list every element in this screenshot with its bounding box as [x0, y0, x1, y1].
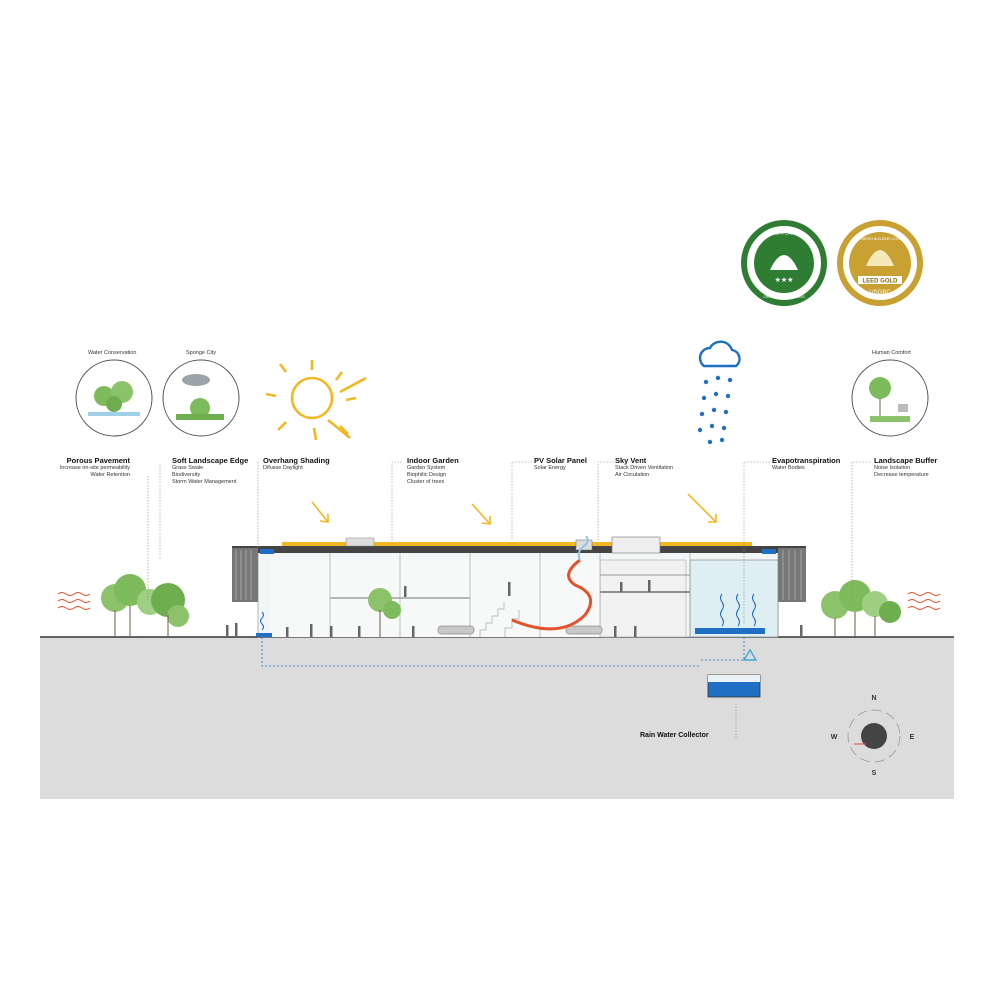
water-conservation-vignette — [75, 359, 153, 437]
ventilation-swirl — [511, 558, 593, 631]
sponge-city-vignette — [162, 359, 240, 437]
building — [232, 535, 806, 638]
indoor-garden-line-2: Biophilic Design — [407, 472, 447, 478]
soft-landscape-edge-line-2: Biodiversity — [172, 472, 201, 478]
indoor-garden-label: Indoor Garden Garden System Biophilic De… — [407, 456, 459, 486]
soft-landscape-edge-title: Soft Landscape Edge — [172, 456, 249, 465]
porous-pavement-label: Porous Pavement Increase on-site permeab… — [60, 456, 130, 479]
indoor-garden-line-3: Cluster of trees — [407, 479, 445, 485]
water-conservation-caption: Water Conservation — [88, 350, 137, 356]
pool-left — [256, 633, 272, 637]
evapotranspiration-line-1: Water Bodies — [772, 465, 805, 471]
rain-cloud-icon — [697, 340, 741, 445]
landscape-buffer-line-1: Noise Isolation — [874, 465, 911, 471]
soft-landscape-edge-label: Soft Landscape Edge Grass Swale Biodiver… — [172, 456, 248, 486]
sunlight-arrows — [311, 493, 717, 525]
human-comfort-caption: Human Comfort — [872, 350, 911, 356]
trees-left — [101, 574, 189, 637]
compass-west: W — [831, 734, 838, 741]
water-body — [695, 628, 765, 634]
china-badge-bottom-text: CHINA GREEN BUILDING — [763, 295, 805, 299]
roof — [232, 546, 806, 553]
evapotranspiration-title: Evapotranspiration — [772, 456, 841, 465]
sky-vent-label: Sky Vent Stack Driven Ventilation Air Ci… — [615, 456, 673, 479]
sponge-city-caption: Sponge City — [186, 350, 216, 356]
car-icon — [437, 625, 603, 635]
compass-east: E — [910, 734, 915, 741]
soft-landscape-edge-line-1: Grass Swale — [172, 465, 204, 471]
landscape-buffer-label: Landscape Buffer Noise Isolation Decreas… — [874, 456, 937, 479]
overhang-shading-title: Overhang Shading — [263, 456, 330, 465]
overhang-shading-label: Overhang Shading Difusse Daylight — [263, 456, 330, 472]
sky-vent-line-1: Stack Driven Ventilation — [615, 465, 674, 471]
evapotranspiration-label: Evapotranspiration Water Bodies — [772, 456, 840, 472]
louver-right — [778, 548, 806, 602]
china-badge-ring-text: 中国绿色建筑 — [769, 229, 799, 236]
ground-mass — [40, 637, 954, 799]
indoor-garden-title: Indoor Garden — [407, 456, 459, 465]
human-comfort-vignette — [851, 359, 929, 437]
leed-badge-ring-text: U.S. GREEN BUILDING COUNCIL — [852, 237, 908, 241]
overhang-shading-line-1: Difusse Daylight — [263, 465, 303, 471]
indoor-garden-line-1: Garden System — [407, 465, 446, 471]
drainage-path — [261, 637, 745, 667]
leader-lines — [147, 461, 870, 738]
pv-solar-panel — [282, 542, 752, 546]
compass-south: S — [872, 770, 877, 777]
china-green-building-badge: 中国绿色建筑 ★★★ CHINA GREEN BUILDING — [741, 220, 827, 306]
leed-badge-bottom-text: USGBC — [869, 290, 891, 296]
pv-solar-panel-label: PV Solar Panel Solar Energy — [534, 456, 587, 472]
sky-vent-line-2: Air Circulation — [615, 472, 650, 478]
porous-pavement-title: Porous Pavement — [66, 456, 130, 465]
compass-icon — [847, 709, 901, 763]
landscape-buffer-line-2: Decrease temperature — [874, 472, 929, 478]
people — [226, 580, 803, 637]
recycle-icon — [742, 648, 758, 661]
china-badge-stars: ★★★ — [775, 276, 794, 284]
rain-water-collector-label: Rain Water Collector — [640, 732, 709, 739]
leed-gold-badge: U.S. GREEN BUILDING COUNCIL LEED GOLD US… — [837, 220, 923, 306]
compass-north: N — [871, 695, 876, 702]
heat-wave-icon-right — [907, 592, 941, 610]
porous-pavement-line-1: Increase on-site permeability — [59, 465, 130, 471]
pv-solar-panel-title: PV Solar Panel — [534, 456, 587, 465]
soft-landscape-edge-line-3: Storm Water Management — [172, 479, 237, 485]
heat-wave-icon-left — [57, 592, 91, 610]
leed-badge-ribbon: LEED GOLD — [862, 279, 898, 285]
sun-icon — [265, 360, 367, 441]
landscape-buffer-title: Landscape Buffer — [874, 456, 938, 465]
trees-indoor — [368, 588, 401, 637]
pv-solar-panel-line-1: Solar Energy — [534, 465, 566, 471]
trees-right — [821, 580, 901, 637]
porous-pavement-line-2: Water Retention — [90, 472, 130, 478]
sky-vent-title: Sky Vent — [615, 456, 647, 465]
